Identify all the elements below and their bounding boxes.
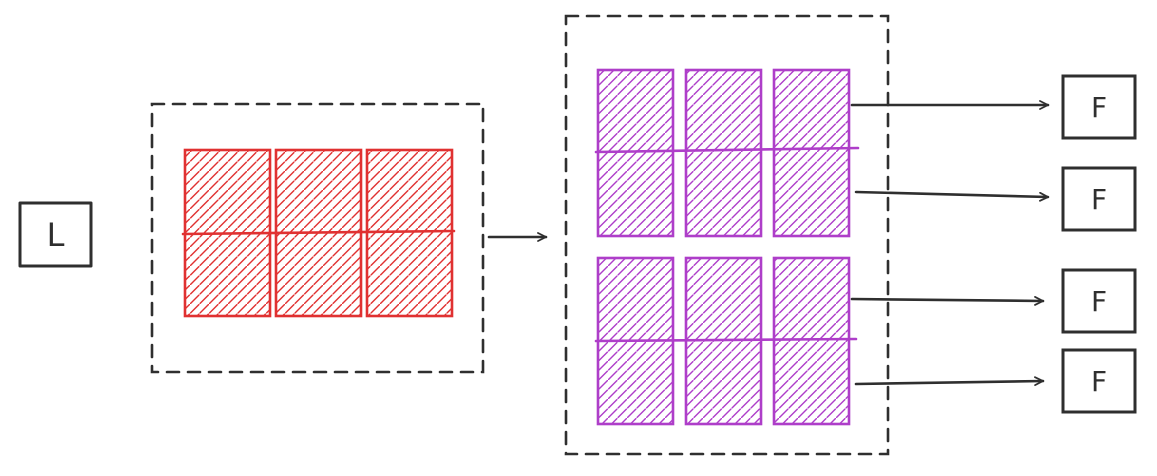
stage2-top-divider-line <box>594 146 860 154</box>
output-node-1-box <box>1061 74 1137 140</box>
stage2-top-cell-2 <box>684 68 763 238</box>
input-node-box <box>18 201 93 268</box>
output-node-1-label: F <box>1091 91 1107 124</box>
output-node-2-label: F <box>1091 183 1107 216</box>
output-node-3-box <box>1061 268 1137 334</box>
stage2-container <box>564 14 890 456</box>
stage2-bottom-divider-line <box>594 337 858 343</box>
stage2-purple-top-group <box>594 68 860 238</box>
stage1-divider-line <box>181 229 456 236</box>
output-node-4-label: F <box>1091 365 1107 398</box>
stage1-container <box>150 102 485 374</box>
stage2-top-cell-3 <box>772 68 851 238</box>
stage1-red-group <box>181 148 456 318</box>
input-node-label: L <box>47 216 65 254</box>
output-node-3-label: F <box>1091 285 1107 318</box>
output-node-2-box <box>1061 166 1137 232</box>
output-node-2: F <box>1061 166 1137 232</box>
input-node: L <box>18 201 93 268</box>
output-arrow-2 <box>854 190 1050 202</box>
output-node-4-box <box>1061 348 1137 414</box>
output-arrow-3 <box>850 296 1045 306</box>
stage2-bottom-cell-3 <box>772 256 851 426</box>
output-arrow-4 <box>854 376 1045 387</box>
stage2-purple-bottom-group <box>594 256 858 426</box>
output-node-3: F <box>1061 268 1137 334</box>
output-node-1: F <box>1061 74 1137 140</box>
output-node-4: F <box>1061 348 1137 414</box>
